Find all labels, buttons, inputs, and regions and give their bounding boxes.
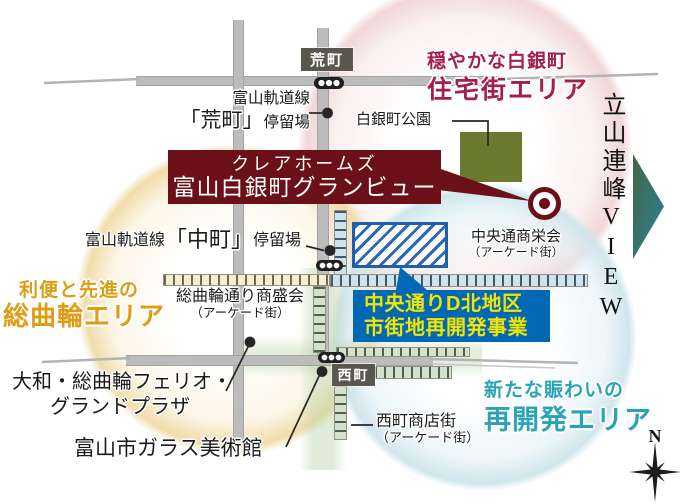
tram-stop-type: 停留場 [263, 113, 310, 131]
label-sogawa-shoseikai: 総曲輪通り商盛会 （アーケード街） [166, 288, 314, 321]
arcade-band-green-upper [313, 286, 326, 353]
arcade-name: 中央通商栄会 [470, 229, 561, 245]
project-name-line2: 富山白銀町グランビュー [172, 175, 437, 200]
station-box-aramachi: 荒町 [301, 48, 353, 71]
daiwa-line1: 大和・総曲輪フェリオ・ [12, 371, 232, 393]
tram-line-name: 富山軌道線 [85, 232, 166, 249]
redevelopment-line2: 市街地再開発事業 [364, 317, 528, 339]
label-shiroganecho-park: 白銀町公園 [356, 112, 432, 128]
road-left-vertical [233, 20, 244, 440]
daiwa-line2: グランドプラザ [50, 396, 190, 418]
shiroganecho-park-block [460, 132, 522, 182]
road-bottom-horizontal [126, 355, 433, 366]
station-box-nishicho: 西町 [332, 364, 375, 386]
compass-icon: N [629, 426, 681, 502]
tram-stop-icon-aramachi [314, 77, 344, 89]
project-location-marker-icon [528, 187, 561, 220]
redevelopment-site-hatched [352, 222, 448, 268]
redevelopment-line1: 中央通りD北地区 [364, 293, 523, 315]
headline-shirogane-line1: 穏やかな白銀町 [427, 51, 568, 72]
project-name-line1: クレアホームズ [231, 154, 378, 174]
chuo-arcade-band-vertical [334, 210, 347, 275]
headline-redevelopment-line2: 再開発エリア [484, 405, 652, 435]
headline-sogawa-line2: 総曲輪エリア [3, 301, 166, 331]
tram-line-name: 富山軌道線 [232, 90, 310, 107]
label-tram-stop-nakamachi: 富山軌道線「中町」停留場 [85, 227, 301, 252]
arcade-note: （アーケード街） [190, 306, 290, 321]
label-daiwa-ferio-grand-plaza: 大和・総曲輪フェリオ・ グランドプラザ [12, 370, 232, 420]
tram-stop-name: 「中町」 [165, 227, 254, 252]
arcade-name: 総曲輪通り商盛会 [175, 288, 304, 305]
project-callout: クレアホームズ 富山白銀町グランビュー [168, 150, 441, 204]
tram-stop-name: 「荒町」 [179, 107, 264, 132]
callout-dots [244, 107, 336, 377]
chuo-arcade-band-horizontal [330, 274, 588, 287]
headline-sogawa-line1: 利便と先進の [19, 280, 140, 301]
arcade-note: （アーケード街） [376, 430, 480, 446]
redevelopment-callout: 中央通りD北地区 市街地再開発事業 [353, 290, 550, 342]
compass-north-label: N [649, 426, 662, 446]
label-tram-stop-aramachi: 富山軌道線 「荒町」停留場 [148, 90, 310, 132]
tram-stop-icon-nishicho [318, 352, 345, 363]
arcade-note: （アーケード街） [468, 245, 564, 260]
headline-shirogane-line2: 住宅街エリア [427, 76, 590, 104]
tateyama-view-label: 立山連峰VIEW [598, 92, 624, 324]
headline-redevelopment-line1: 新たな賑わいの [484, 380, 625, 401]
tram-stop-icon-nakamachi [316, 260, 343, 271]
tram-stop-type: 停留場 [253, 232, 302, 249]
sogawa-arcade-band [163, 274, 330, 286]
label-glass-art-museum: 富山市ガラス美術館 [74, 436, 263, 460]
label-nishicho-shotengai: 西町商店街 （アーケード街） [376, 413, 479, 446]
arcade-name: 西町商店街 [376, 413, 457, 430]
label-chuo-shoeikai: 中央通商栄会 （アーケード街） [454, 229, 578, 260]
